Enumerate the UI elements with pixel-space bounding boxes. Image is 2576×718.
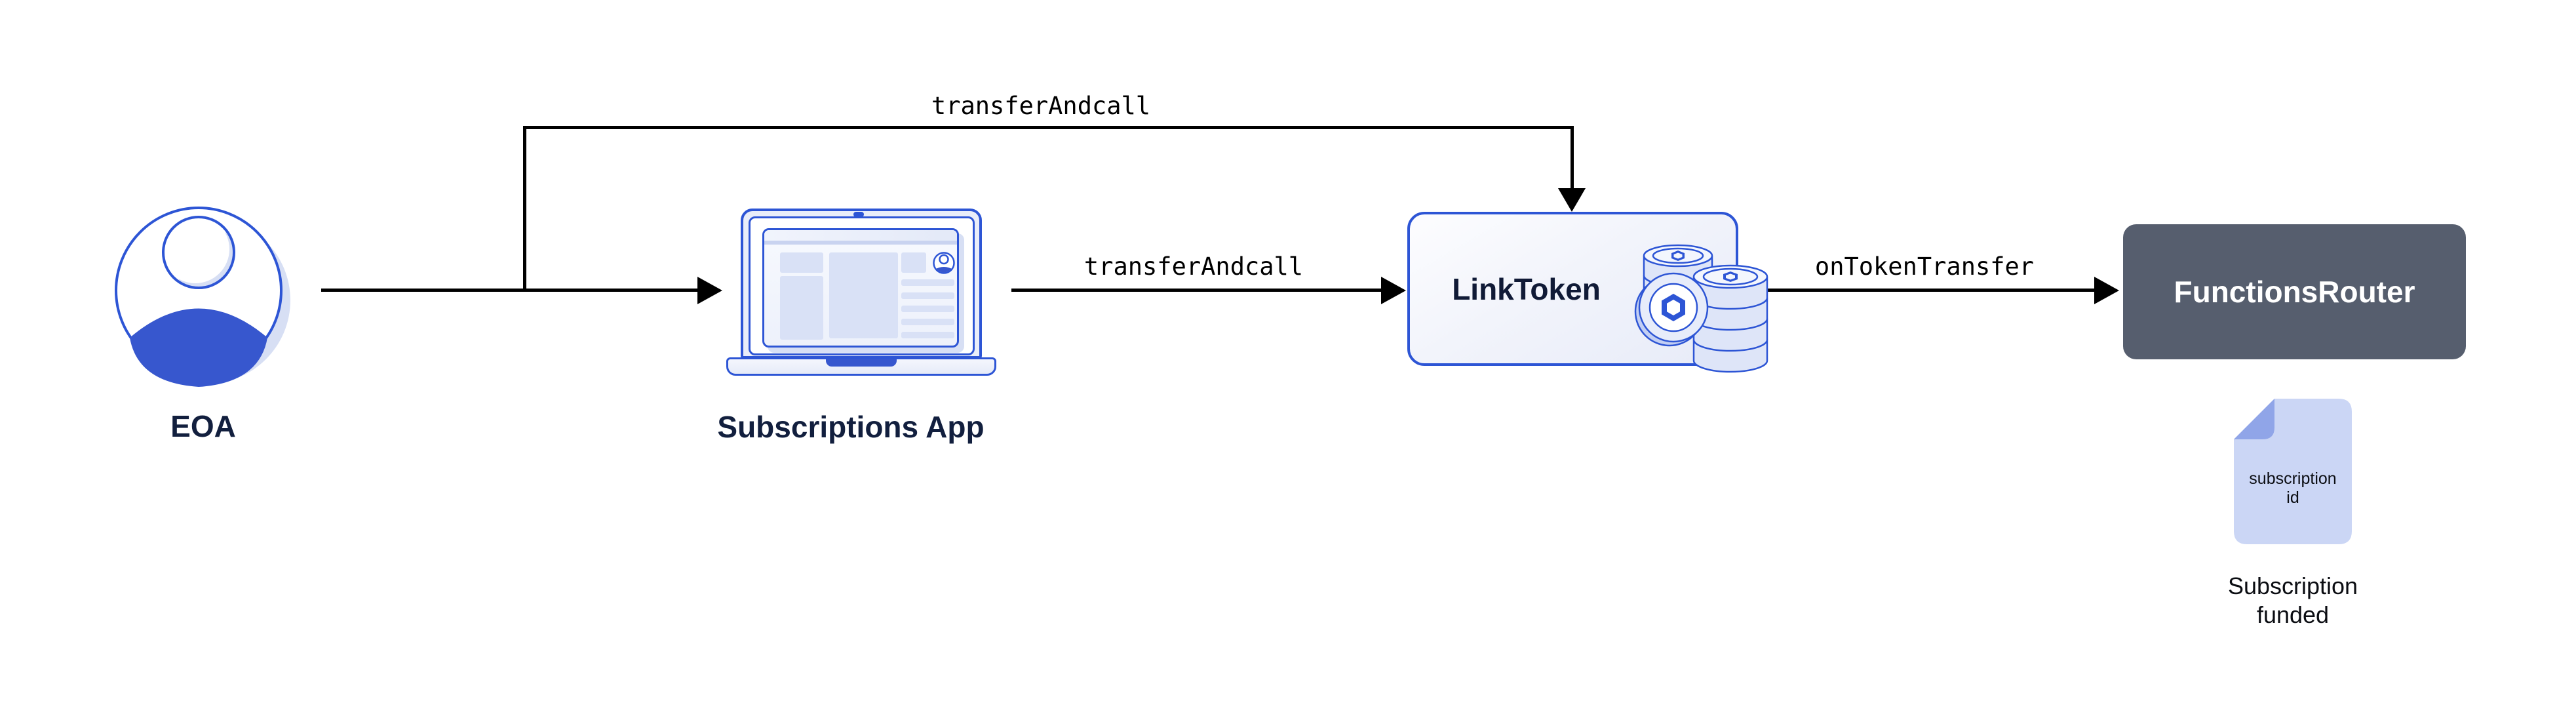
app-row-block — [901, 319, 954, 325]
edge-label-transferandcall-mid: transferAndcall — [1083, 252, 1304, 281]
laptop-notch — [826, 359, 897, 367]
artifact-caption: Subscription funded — [2228, 572, 2358, 629]
app-row-block — [901, 292, 954, 299]
app-window-header — [764, 230, 957, 245]
laptop-icon — [726, 207, 996, 378]
node-label-functionsrouter: FunctionsRouter — [2174, 275, 2415, 309]
avatar-icon — [115, 207, 290, 387]
app-row-block — [901, 306, 954, 312]
arrow-app-to-linktoken-line — [1011, 289, 1382, 292]
arrow-branch-vertical-line — [523, 128, 526, 292]
app-window — [762, 228, 959, 348]
artifact-caption-line1: Subscription — [2227, 572, 2358, 599]
app-sidebar-block — [780, 252, 823, 273]
document-text: subscription id — [2234, 469, 2352, 508]
node-label-linktoken: LinkToken — [1452, 271, 1601, 306]
document-text-line2: id — [2286, 489, 2299, 507]
arrow-top-horizontal-line — [523, 126, 1574, 129]
arrow-eoa-to-app-head-icon — [697, 277, 722, 304]
edge-label-ontokentransfer: onTokenTransfer — [1814, 252, 2035, 281]
app-row-block — [901, 279, 954, 286]
app-sidebar-block — [780, 276, 823, 340]
artifact-caption-line2: funded — [2256, 601, 2330, 628]
node-label-subscriptions-app: Subscriptions App — [717, 410, 985, 444]
app-avatar-icon — [933, 252, 955, 274]
functionsrouter-node: FunctionsRouter — [2123, 224, 2466, 359]
node-label-eoa: EOA — [170, 409, 236, 443]
document-icon — [2234, 399, 2352, 544]
arrow-eoa-to-app-line — [321, 289, 699, 292]
app-main-block — [829, 252, 898, 338]
edge-label-transferandcall-top: transferAndcall — [931, 92, 1151, 120]
arrow-linktoken-to-router-line — [1740, 289, 2096, 292]
app-right-block — [901, 252, 926, 273]
arrow-app-to-linktoken-head-icon — [1381, 277, 1406, 304]
app-row-block — [901, 332, 954, 338]
coins-icon — [1634, 244, 1768, 373]
arrow-down-to-linktoken-head-icon — [1558, 188, 1586, 212]
arrow-linktoken-to-router-head-icon — [2094, 277, 2119, 304]
document-text-line1: subscription — [2249, 469, 2337, 488]
arrow-down-to-linktoken-line — [1571, 126, 1574, 189]
laptop-webcam-icon — [853, 212, 864, 217]
